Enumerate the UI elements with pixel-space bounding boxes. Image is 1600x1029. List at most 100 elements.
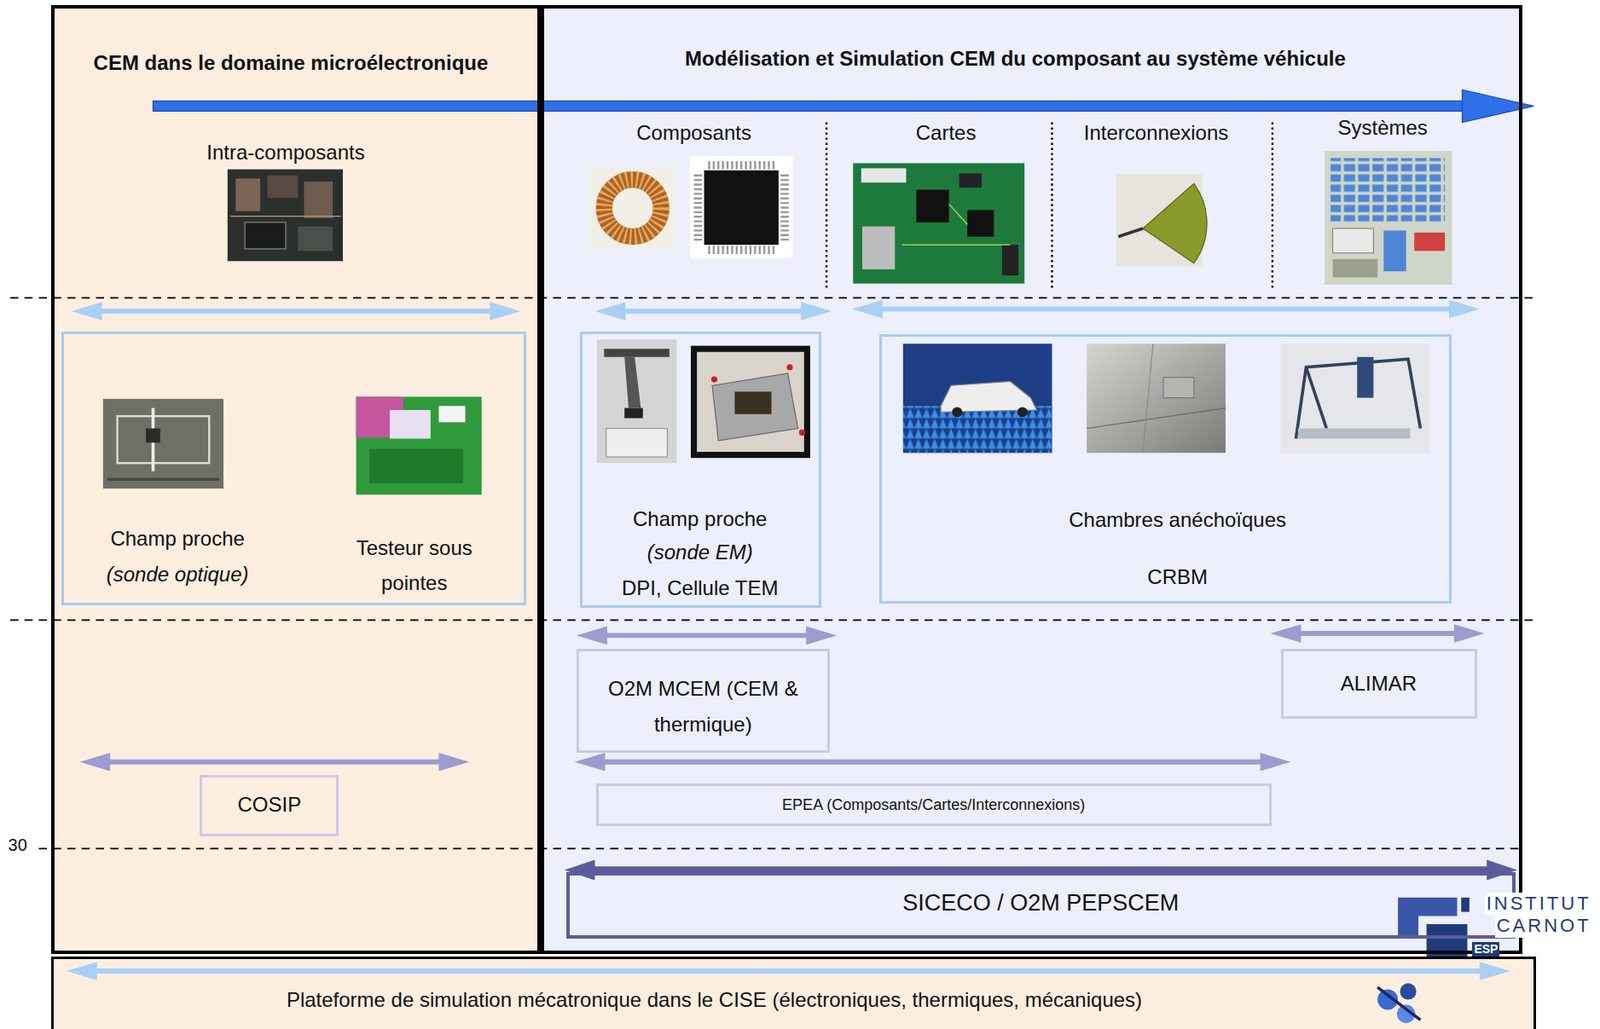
- near-field-scanner-photo: [145, 428, 161, 444]
- board-photo: [1002, 244, 1019, 276]
- project-box: COSIP: [199, 775, 339, 837]
- reverberation-chamber-photo: [1163, 377, 1195, 399]
- near-field-scanner-photo: [107, 478, 221, 482]
- project-name: SICECO / O2M PEPSCEM: [581, 886, 1501, 921]
- column-heading: Interconnexions: [1084, 121, 1229, 146]
- row-separator: [10, 297, 1537, 849]
- equipment-name: Testeur sous pointes: [337, 531, 491, 602]
- near-field-robot-photo: [597, 339, 677, 464]
- board-photo: [852, 162, 1025, 284]
- system-board-photo: [1333, 259, 1379, 279]
- project-name: O2M MCEM (CEM & thermique): [585, 671, 821, 743]
- reverberation-chamber-photo: [1086, 408, 1226, 429]
- equipment-box: Chambres anéchoïquesCRBM: [879, 334, 1452, 604]
- equipment-name: Chambres anéchoïques: [922, 505, 1433, 536]
- gantry-photo: [1298, 428, 1411, 440]
- near-field-robot-photo: [624, 357, 641, 409]
- page-number: 30: [8, 834, 28, 856]
- scope-arrow: [66, 962, 1511, 981]
- column-heading: Composants: [636, 121, 752, 146]
- tem-cell-photo: [690, 346, 811, 459]
- gantry-photo: [1281, 343, 1431, 453]
- gantry-photo: [1281, 343, 1431, 453]
- column-separator: [1271, 122, 1274, 291]
- die-photo: [235, 178, 261, 211]
- tem-cell-photo: [711, 376, 718, 383]
- interconnect-photo: [1142, 183, 1207, 263]
- simulation-icon: [1377, 983, 1421, 1024]
- equipment-name: DPI, Cellule TEM: [587, 573, 812, 604]
- scope-arrow: [79, 753, 470, 772]
- scope-arrow: [574, 753, 1292, 772]
- board-photo: [862, 226, 895, 270]
- die-photo: [230, 215, 341, 217]
- scope-arrow: [79, 624, 1485, 772]
- project-name: COSIP: [205, 790, 334, 821]
- scope-arrow: [564, 860, 1518, 882]
- project-box: O2M MCEM (CEM & thermique): [576, 649, 830, 754]
- panel-ground: [540, 5, 1523, 955]
- platform-name: Plateforme de simulation mécatronique da…: [51, 985, 1378, 1016]
- equipment-name: CRBM: [922, 562, 1433, 593]
- reverberation-chamber-photo: [1086, 343, 1226, 453]
- row-separator: [10, 620, 1537, 622]
- simulation-icon: [1400, 983, 1417, 1000]
- system-board-photo: [1330, 157, 1445, 221]
- chip-photo: [707, 161, 775, 170]
- system-board-photo: [1324, 150, 1453, 285]
- die-photo: [266, 175, 298, 198]
- scope-arrow: [71, 301, 521, 321]
- anechoic-chamber-photo: [903, 343, 1053, 453]
- project-name: EPEA (Composants/Cartes/Interconnexions): [607, 794, 1261, 817]
- column-separator: [825, 122, 828, 289]
- system-board-photo: [1333, 228, 1374, 254]
- carnot-logo-mark: [1397, 898, 1470, 960]
- chip-photo: [780, 174, 789, 242]
- project-box: EPEA (Composants/Cartes/Interconnexions): [596, 783, 1272, 827]
- near-field-scanner-photo: [103, 399, 224, 489]
- scale-arrow: [152, 89, 1534, 122]
- die-photo: [297, 226, 333, 252]
- chip-photo: [689, 156, 794, 259]
- gantry-photo: [1305, 367, 1327, 429]
- band-ground: [51, 956, 1537, 1029]
- logo-text: INSTITUT: [1484, 892, 1594, 916]
- board-photo: [959, 173, 982, 188]
- probe-tester-photo: [389, 410, 431, 440]
- near-field-robot-photo: [597, 339, 677, 464]
- project-box: SICECO / O2M PEPSCEM: [566, 872, 1516, 940]
- board-photo: [949, 203, 969, 225]
- chip-photo: [689, 156, 794, 259]
- scale-arrow: [1461, 89, 1534, 122]
- tem-cell-photo: [799, 429, 806, 436]
- tem-cell-photo: [696, 352, 805, 453]
- board-photo: [902, 244, 1011, 246]
- die-photo: [227, 169, 343, 262]
- equipment-note: (sonde EM): [587, 538, 812, 569]
- scope-arrow: [1270, 624, 1485, 644]
- probe-tester-photo: [356, 396, 482, 495]
- region-panel: Modélisation et Simulation CEM du compos…: [540, 5, 1523, 955]
- chip-photo: [704, 170, 779, 245]
- column-heading: Cartes: [915, 121, 977, 146]
- panel-title: CEM dans le domaine microélectronique: [51, 48, 531, 79]
- chip-photo: [707, 245, 775, 255]
- column-separator: [826, 122, 1273, 291]
- column-separator: [1050, 122, 1053, 289]
- scope-arrow: [564, 860, 1518, 882]
- probe-tester-photo: [369, 448, 464, 484]
- row-separator: [38, 848, 1523, 851]
- gantry-photo: [1356, 357, 1374, 399]
- toroid-photo: [603, 179, 661, 238]
- panel-title: Modélisation et Simulation CEM du compos…: [556, 44, 1475, 75]
- project-box: ALIMAR: [1281, 649, 1479, 720]
- board-photo: [861, 168, 907, 183]
- tem-cell-photo: [786, 364, 793, 371]
- die-photo: [304, 181, 334, 219]
- near-field-scanner-photo: [117, 416, 210, 464]
- panel-ground: [51, 5, 541, 955]
- scale-arrow: [152, 100, 1469, 111]
- board-photo: [915, 190, 949, 223]
- scope-arrow: [595, 301, 833, 321]
